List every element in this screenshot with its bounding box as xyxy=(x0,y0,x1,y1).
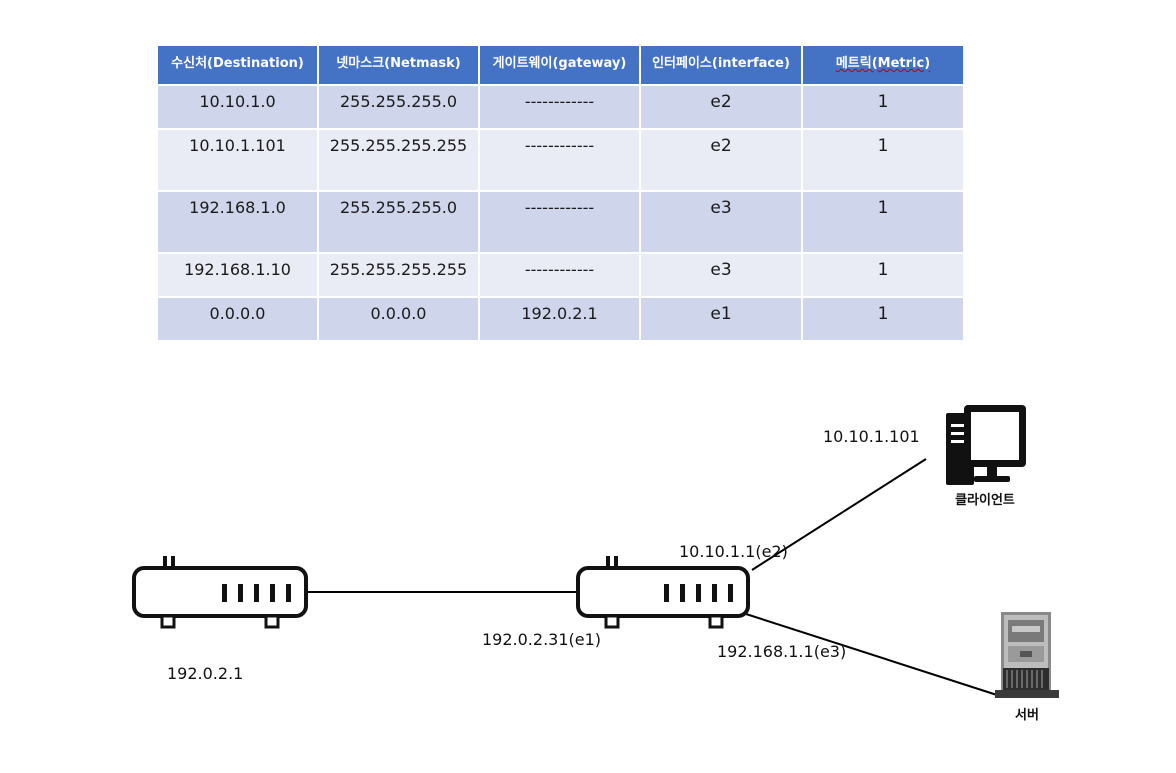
cell-netmask: 255.255.255.255 xyxy=(317,252,480,298)
cell-gateway: ------------ xyxy=(478,252,641,298)
cell-destination: 192.168.1.0 xyxy=(156,190,319,254)
cell-netmask: 255.255.255.255 xyxy=(317,128,480,192)
client-caption: 클라이언트 xyxy=(955,492,1015,508)
routing-table: 수신처(Destination) 넷마스크(Netmask) 게이트웨이(gat… xyxy=(156,44,965,342)
client-ip-label: 10.10.1.101 xyxy=(823,427,920,446)
table-row: 10.10.1.0 255.255.255.0 ------------ e2 … xyxy=(156,84,965,130)
cell-netmask: 255.255.255.0 xyxy=(317,190,480,254)
cell-gateway: 192.0.2.1 xyxy=(478,296,641,342)
table-row: 192.168.1.0 255.255.255.0 ------------ e… xyxy=(156,190,965,254)
cell-destination: 0.0.0.0 xyxy=(156,296,319,342)
cell-interface: e2 xyxy=(639,128,803,192)
link-router-to-client xyxy=(751,458,927,571)
server-icon xyxy=(995,612,1059,698)
cell-metric: 1 xyxy=(801,84,965,130)
cell-gateway: ------------ xyxy=(478,190,641,254)
router-e1-label: 192.0.2.31(e1) xyxy=(482,630,601,649)
cell-interface: e1 xyxy=(639,296,803,342)
router-e2-label: 10.10.1.1(e2) xyxy=(679,542,788,561)
cell-gateway: ------------ xyxy=(478,128,641,192)
table-row: 0.0.0.0 0.0.0.0 192.0.2.1 e1 1 xyxy=(156,296,965,342)
cell-destination: 10.10.1.101 xyxy=(156,128,319,192)
table-row: 10.10.1.101 255.255.255.255 ------------… xyxy=(156,128,965,192)
cell-interface: e2 xyxy=(639,84,803,130)
table-header-row: 수신처(Destination) 넷마스크(Netmask) 게이트웨이(gat… xyxy=(156,44,965,86)
header-metric: 메트릭(Metric) xyxy=(801,44,965,86)
header-metric-label: 메트릭(Metric) xyxy=(835,56,931,71)
header-gateway: 게이트웨이(gateway) xyxy=(478,44,641,86)
cell-destination: 192.168.1.10 xyxy=(156,252,319,298)
cell-metric: 1 xyxy=(801,190,965,254)
computer-icon xyxy=(946,405,1026,485)
header-netmask: 넷마스크(Netmask) xyxy=(317,44,480,86)
header-destination: 수신처(Destination) xyxy=(156,44,319,86)
router-icon xyxy=(576,556,750,629)
router-icon xyxy=(132,556,308,629)
cell-gateway: ------------ xyxy=(478,84,641,130)
table-row: 192.168.1.10 255.255.255.255 -----------… xyxy=(156,252,965,298)
link-router-to-server xyxy=(745,613,998,696)
server-caption: 서버 xyxy=(1015,707,1039,723)
cell-metric: 1 xyxy=(801,128,965,192)
router-e3-label: 192.168.1.1(e3) xyxy=(717,642,846,661)
cell-metric: 1 xyxy=(801,296,965,342)
header-interface: 인터페이스(interface) xyxy=(639,44,803,86)
cell-destination: 10.10.1.0 xyxy=(156,84,319,130)
left-router-ip-label: 192.0.2.1 xyxy=(167,664,243,683)
cell-interface: e3 xyxy=(639,252,803,298)
cell-metric: 1 xyxy=(801,252,965,298)
cell-netmask: 0.0.0.0 xyxy=(317,296,480,342)
cell-netmask: 255.255.255.0 xyxy=(317,84,480,130)
cell-interface: e3 xyxy=(639,190,803,254)
